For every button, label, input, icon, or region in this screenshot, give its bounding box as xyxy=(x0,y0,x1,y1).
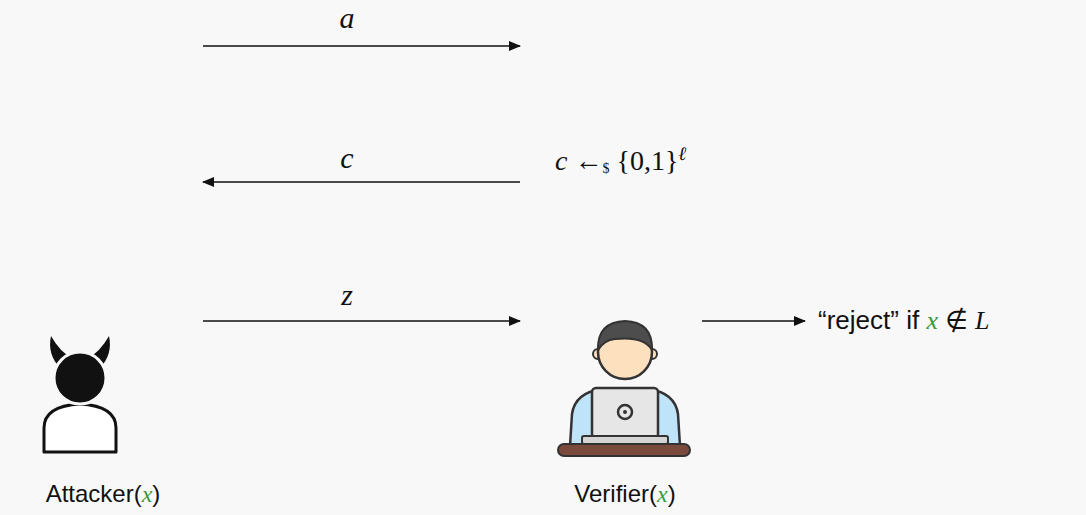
output-arrow xyxy=(702,320,805,322)
text-run: ) xyxy=(152,480,160,507)
message-label: c xyxy=(340,141,353,176)
party-label: Attacker(x) xyxy=(46,480,161,509)
text-run: ℓ xyxy=(678,143,686,164)
text-run: Verifier xyxy=(574,480,649,507)
verifier-icon xyxy=(558,321,690,456)
attacker-icon xyxy=(44,336,116,452)
verifier-body xyxy=(570,389,680,446)
text-run: z xyxy=(341,278,353,311)
laptop-base xyxy=(582,436,668,444)
text-run: “ xyxy=(818,305,827,335)
text-run: x xyxy=(926,306,938,335)
text-run: , xyxy=(644,145,651,176)
message-arrow xyxy=(203,181,520,183)
text-run: } xyxy=(665,145,678,176)
text-run: $ xyxy=(602,160,609,175)
message-label: a xyxy=(340,1,355,36)
message-arrow xyxy=(203,320,520,322)
attacker-head xyxy=(54,352,106,404)
text-run: c xyxy=(340,141,353,174)
message-arrow xyxy=(203,45,520,47)
verdict-label: “reject” if x ∉ L xyxy=(818,306,990,336)
text-run xyxy=(938,305,945,335)
laptop-logo xyxy=(618,405,632,419)
laptop-screen xyxy=(592,388,658,438)
text-run: ” xyxy=(890,305,899,335)
sampling-label: c ←$ {0,1}ℓ xyxy=(555,143,686,178)
party-label: Verifier(x) xyxy=(574,480,675,509)
text-run: 1 xyxy=(651,145,665,176)
text-run: ) xyxy=(668,480,676,507)
text-run: L xyxy=(975,306,989,335)
text-run: ( xyxy=(649,480,657,507)
message-label: z xyxy=(341,278,353,313)
attacker-body xyxy=(44,404,116,452)
text-run: Attacker xyxy=(46,480,134,507)
text-run: ( xyxy=(134,480,142,507)
text-run xyxy=(609,145,616,176)
text-run: 0 xyxy=(630,145,644,176)
text-run: if xyxy=(906,305,919,335)
text-run: ← xyxy=(574,145,602,176)
text-run: { xyxy=(616,145,629,176)
text-run: reject xyxy=(827,305,891,335)
desk xyxy=(558,444,690,456)
verifier-hair xyxy=(598,321,652,350)
text-run: x xyxy=(142,481,153,507)
text-run xyxy=(968,305,975,335)
text-run: a xyxy=(340,1,355,34)
text-run: c xyxy=(555,145,567,176)
text-run xyxy=(567,145,574,176)
text-run: x xyxy=(657,481,668,507)
text-run xyxy=(919,305,926,335)
text-run xyxy=(899,305,906,335)
text-run: ∉ xyxy=(945,305,968,335)
laptop-logo xyxy=(623,410,627,414)
